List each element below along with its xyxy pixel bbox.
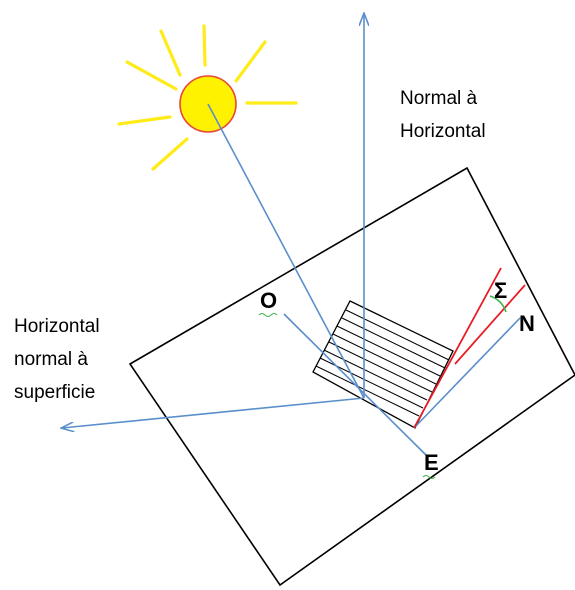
- red-line-lower: [454, 284, 526, 365]
- point-e-label: E: [424, 450, 439, 475]
- angle-sigma-label: Σ: [494, 278, 507, 303]
- panel-normal-line: [413, 317, 521, 429]
- sun-rays: [117, 24, 298, 171]
- sun-icon: [117, 24, 298, 171]
- o-e-line: [283, 313, 429, 458]
- angle-sigma-arc: [489, 295, 507, 313]
- collector-hatching: [315, 309, 450, 417]
- normal-horizontal-label-line1: Normal à: [400, 88, 478, 109]
- e-underline: [422, 475, 436, 479]
- horizontal-normal-label-line3: superficie: [14, 382, 95, 403]
- horizontal-normal-to-surface-arrow: [62, 397, 365, 428]
- horizontal-normal-label-line1: Horizontal: [14, 316, 100, 337]
- point-n-label: N: [519, 311, 535, 336]
- normal-horizontal-label-line2: Horizontal: [400, 121, 486, 142]
- sun-ray-line: [207, 103, 365, 399]
- point-o-label: O: [260, 288, 277, 313]
- red-line-upper: [413, 267, 502, 429]
- o-underline: [258, 313, 278, 317]
- tilted-surface: [128, 166, 575, 587]
- horizontal-normal-label-line2: normal à: [14, 349, 88, 370]
